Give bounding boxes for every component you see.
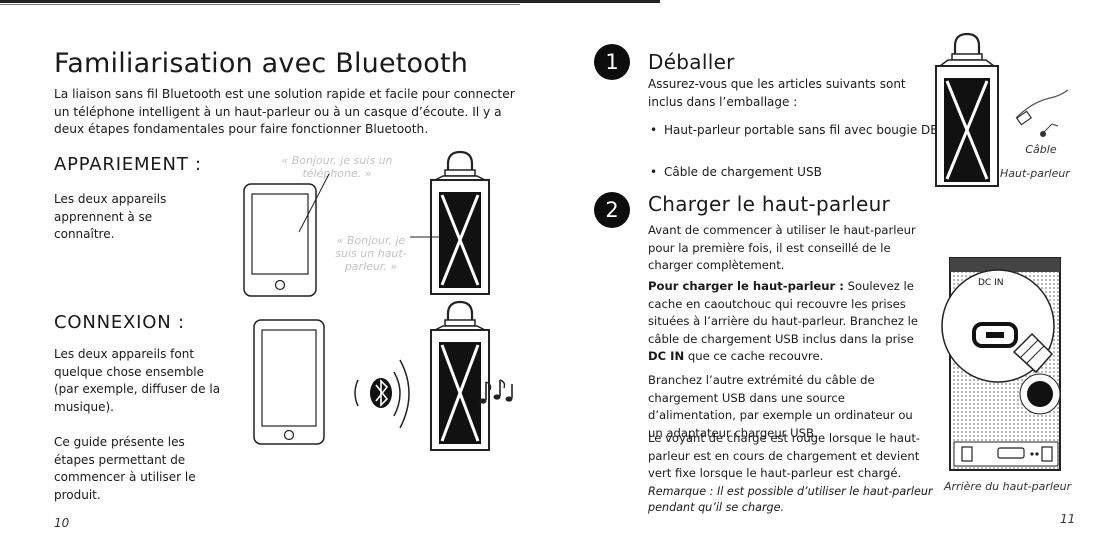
top-rule-thin [0,4,520,5]
callout-speaker: « Bonjour, je suis un haut-parleur. » [335,234,407,273]
step-2-title: Charger le haut-parleur [648,192,891,216]
instructions-bold-lead: Pour charger le haut-parleur : [648,279,844,293]
dc-in-label: DC IN [976,278,1006,288]
guide-text: Ce guide présente les étapes permettant … [54,435,196,502]
dc-in-bold: DC IN [648,349,685,363]
pairing-heading: APPARIEMENT : [54,154,202,175]
pairing-text: Les deux appareils apprennent à se conna… [54,192,167,241]
phone-illustration-2 [253,319,325,445]
step-1-title: Déballer [648,50,735,74]
page-title: Familiarisation avec Bluetooth [54,48,469,79]
intro-paragraph: La liaison sans fil Bluetooth est une so… [54,87,515,136]
step-2-text: Avant de commencer à utiliser le haut-pa… [648,223,916,272]
step-1-text: Assurez-vous que les articles suivants s… [648,77,906,109]
callout-phone: « Bonjour, je suis un téléphone. » [281,154,393,180]
page-number-left: 10 [54,516,70,530]
music-notes-icon [479,379,513,404]
speaker-back-illustration [941,257,1061,471]
step-2-power-text: Branchez l’autre extrémité du câble de c… [648,373,913,440]
callout-line-speaker [410,236,440,238]
speaker-lantern-illustration [430,150,490,295]
step-1-item-cable: Câble de chargement USB [650,164,954,182]
callout-line-phone [298,173,330,233]
step-2-badge: 2 [594,192,630,228]
bluetooth-icon [354,359,410,429]
connection-heading: CONNEXION : [54,312,185,333]
usb-cable-icon [1015,89,1069,137]
step-2-led-text: Le voyant de charge est rouge lorsque le… [648,431,921,480]
step-2-instructions: Pour charger le haut-parleur : Soulevez … [648,278,926,366]
instructions-text-b: que ce cache recouvre. [684,349,824,363]
label-speaker: Haut-parleur [1000,167,1070,180]
back-caption: Arrière du haut-parleur [944,480,1072,493]
speaker-unboxed-illustration [935,32,999,187]
phone-illustration [243,183,317,297]
top-rule [0,0,660,3]
instructions-text-a: Soulevez le cache en caoutchouc qui reco… [648,279,919,346]
label-cable: Câble [1025,143,1057,156]
step-1-badge: 1 [594,44,630,80]
connection-text: Les deux appareils font quelque chose en… [54,347,221,414]
step-1-item-speaker: Haut-parleur portable sans fil avec boug… [650,122,954,140]
step-2-note: Remarque : Il est possible d’utiliser le… [648,485,933,514]
speaker-lantern-illustration-2 [430,300,490,451]
page-number-right: 11 [1060,512,1076,526]
